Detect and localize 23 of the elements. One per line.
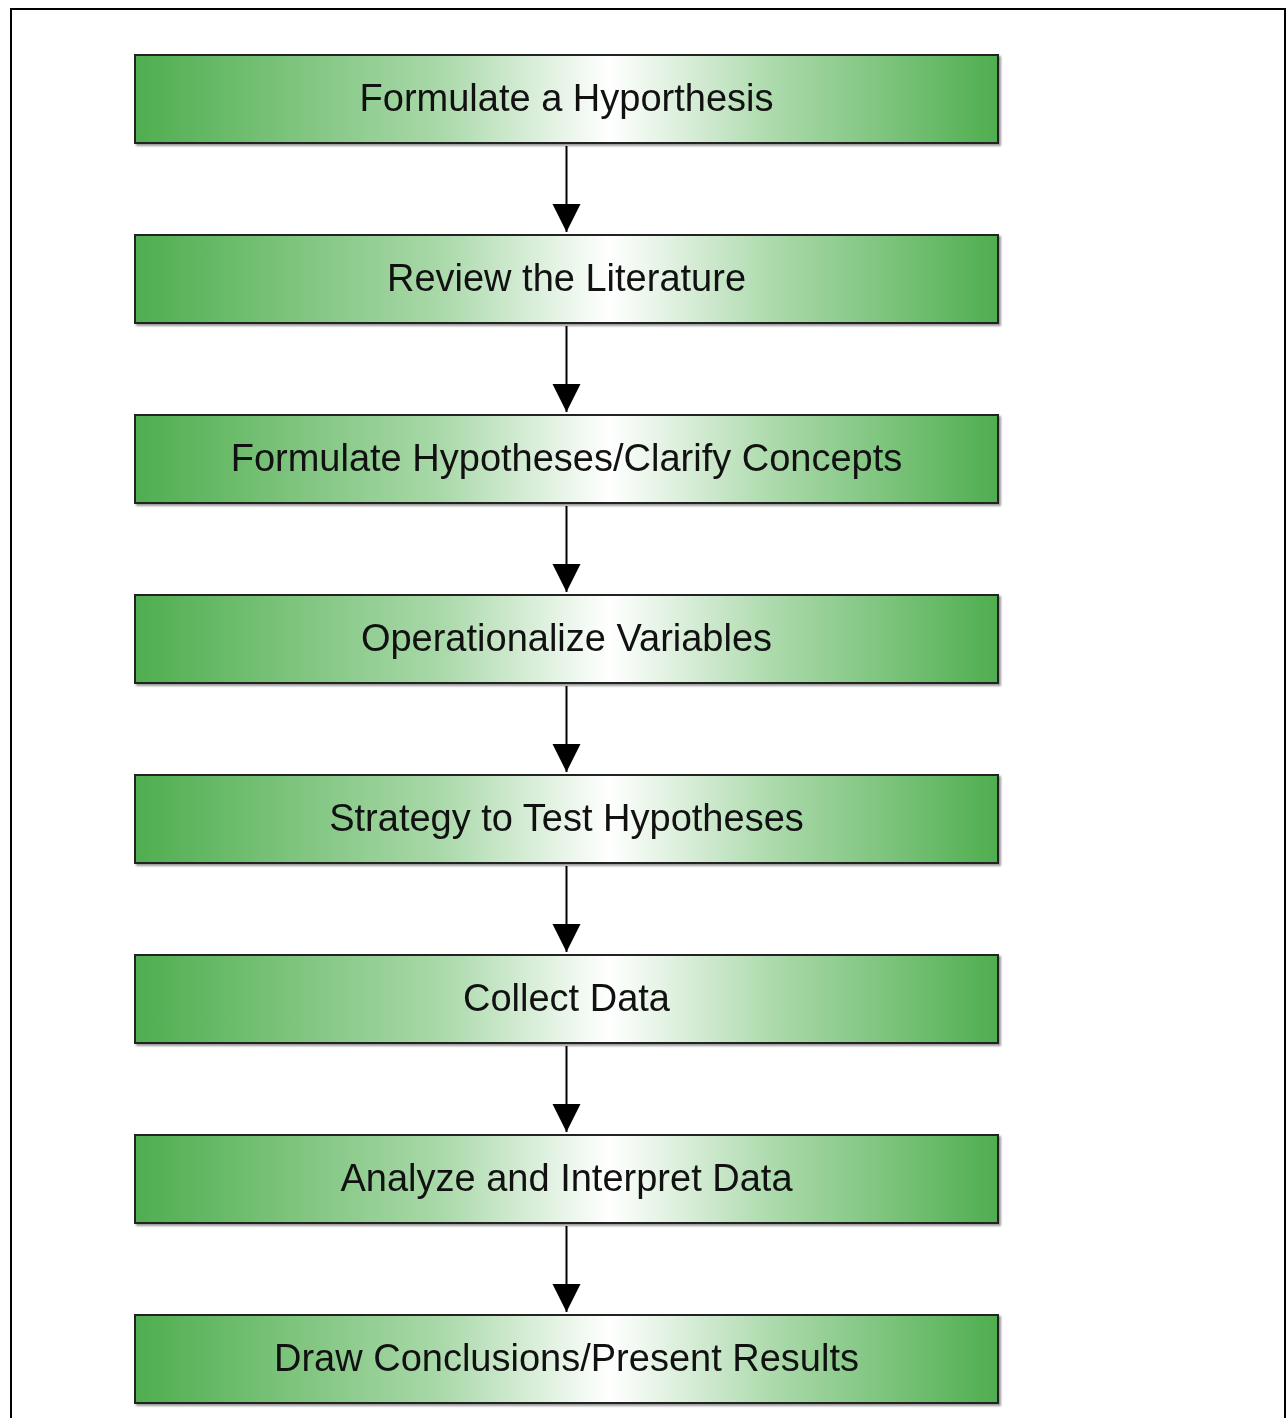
step-label: Operationalize Variables (360, 616, 773, 662)
process-box (134, 1314, 999, 1404)
step-label: Draw Conclusions/Present Results (274, 1336, 859, 1382)
process-box (134, 954, 999, 1044)
step-label: Review the Literature (386, 256, 747, 302)
step-label: Strategy to Test Hypotheses (329, 796, 804, 842)
arrow (552, 685, 581, 773)
arrow (552, 1225, 581, 1313)
process-box (134, 54, 999, 144)
arrow (552, 1045, 581, 1133)
arrow (552, 505, 581, 593)
process-box (134, 1134, 999, 1224)
step-label: Collect Data (463, 976, 670, 1022)
process-box (134, 774, 999, 864)
arrow (552, 145, 581, 233)
step-label: Analyze and Interpret Data (340, 1156, 793, 1202)
process-box (134, 414, 999, 504)
step-label: Formulate a Hyporthesis (359, 76, 774, 122)
process-box (134, 594, 999, 684)
arrow (552, 325, 581, 413)
arrow (552, 865, 581, 953)
process-box (134, 234, 999, 324)
step-label: Formulate Hypotheses/Clarify Concepts (230, 436, 903, 482)
